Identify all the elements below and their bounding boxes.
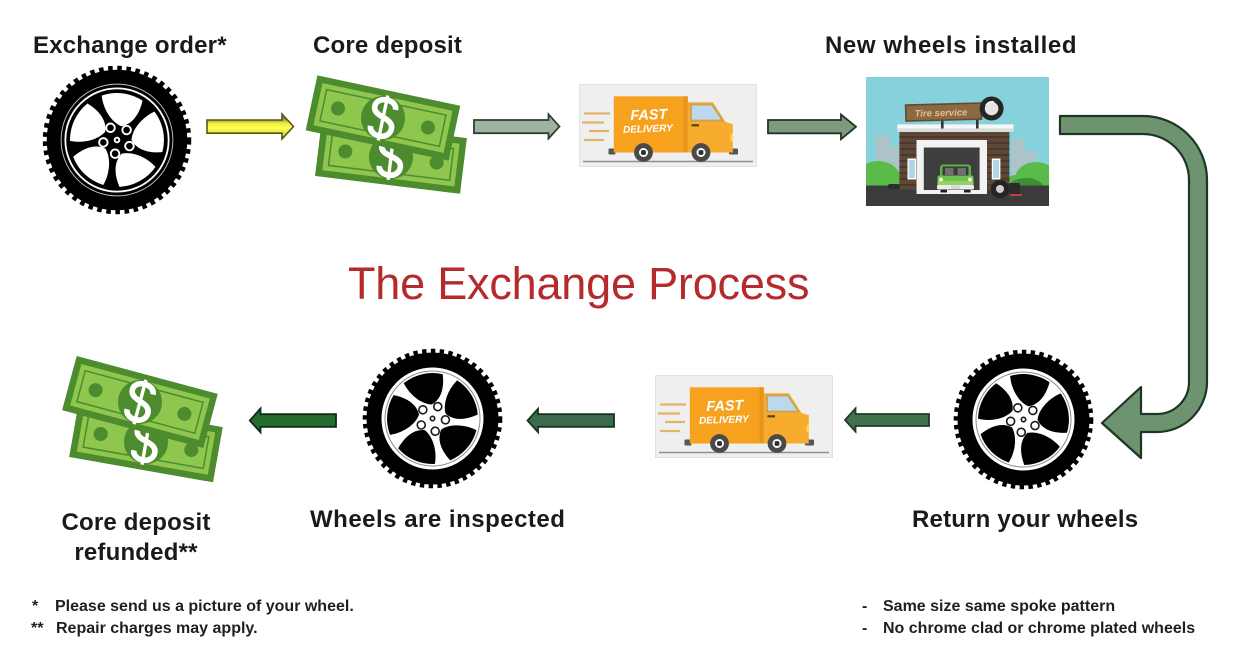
svg-text:DELIVERY: DELIVERY (623, 123, 675, 136)
svg-text:Tire service: Tire service (915, 107, 969, 119)
svg-text:FAST: FAST (630, 107, 669, 124)
